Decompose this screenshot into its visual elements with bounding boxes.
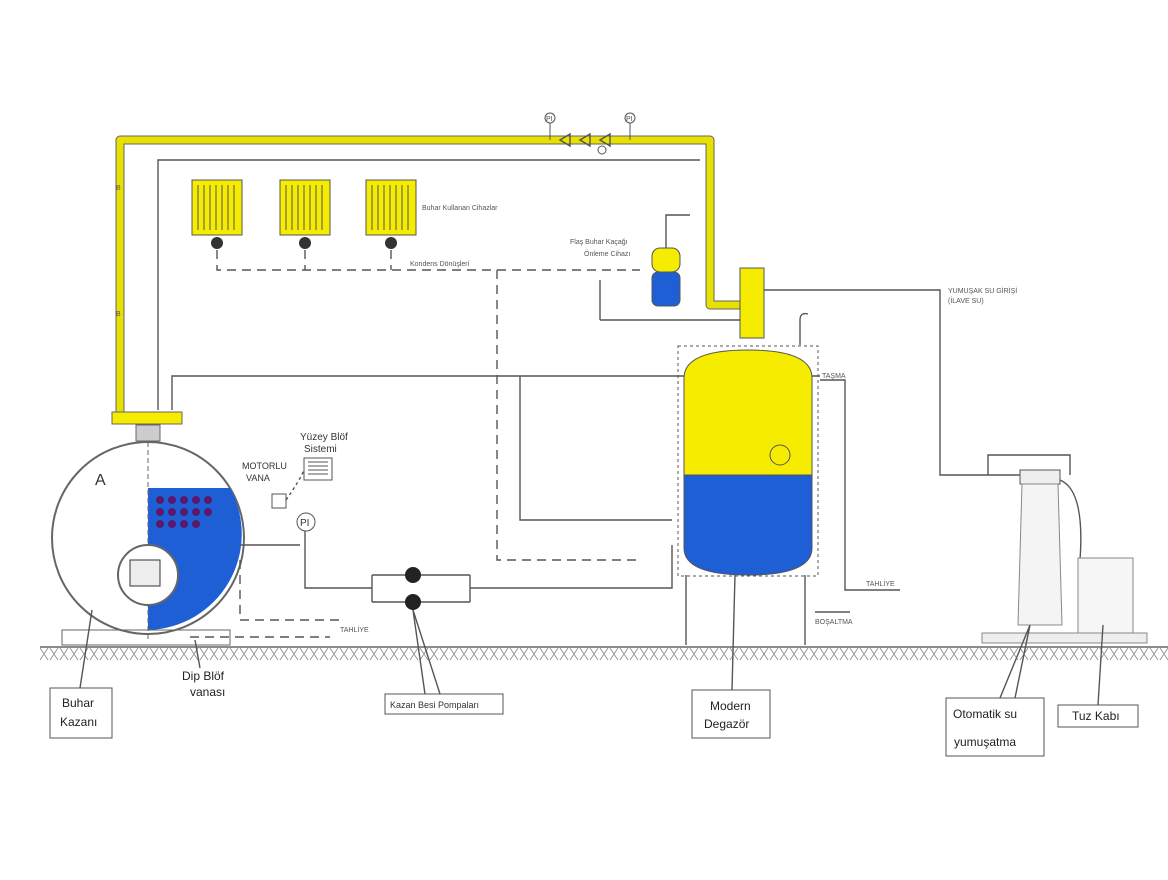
overflow-label: TAŞMA [822, 373, 846, 380]
callout-boiler-2: Kazanı [60, 715, 97, 729]
boiler-letter: A [95, 472, 106, 489]
surface-blowdown-label-1: Yüzey Blöf [300, 432, 348, 443]
water-softener [981, 454, 1148, 644]
deaerator [677, 267, 1020, 645]
callout-boiler-1: Buhar [62, 696, 94, 710]
pressure-indicator: PI [300, 518, 309, 529]
feed-pumps [304, 530, 673, 610]
condensate-label: Kondens Dönüşleri [410, 261, 470, 268]
steam-boiler [51, 424, 340, 646]
pipe-label-b2: B [116, 311, 121, 318]
callout-salt-tank: Tuz Kabı [1072, 709, 1120, 723]
steam-main-line [111, 135, 742, 425]
deaerator-drain-label: TAHLİYE [866, 579, 895, 588]
boiler-drain-label: TAHLİYE [340, 625, 369, 634]
surface-blowdown-box [303, 457, 333, 481]
motor-valve-label-1: MOTORLU [242, 461, 287, 471]
soft-water-label-2: (İLAVE SU) [948, 296, 984, 305]
flash-vessel [599, 214, 740, 321]
callout-pumps: Kazan Besi Pompaları [390, 700, 479, 710]
callout-deaerator-2: Degazör [704, 717, 749, 731]
soft-water-label-1: YUMUŞAK SU GİRİŞİ [948, 286, 1017, 295]
steam-valves [544, 112, 636, 155]
steam-users-label: Buhar Kullanan Cihazlar [422, 205, 498, 212]
motor-valve-label-2: VANA [246, 473, 270, 483]
pipe-label-b1: B [116, 185, 121, 192]
gauge-pi-2: PI [626, 116, 633, 123]
empty-label: BOŞALTMA [815, 619, 853, 626]
callouts: Buhar Kazanı Dip Blöf vanası Kazan Besi … [49, 574, 1139, 757]
callout-softener-1: Otomatik su [953, 707, 1017, 721]
callout-softener-2: yumuşatma [954, 735, 1016, 749]
flash-label-1: Flaş Buhar Kaçağı [570, 239, 628, 246]
gauge-pi-1: PI [546, 116, 553, 123]
surface-blowdown-label-2: Sistemi [304, 444, 337, 455]
callout-deaerator-1: Modern [710, 699, 751, 713]
flash-label-2: Önleme Cihazı [584, 250, 630, 258]
ground [39, 646, 1168, 661]
callout-bottom-blowdown-2: vanası [190, 685, 225, 699]
steam-user-devices [191, 179, 417, 249]
callout-bottom-blowdown-1: Dip Blöf [182, 669, 225, 683]
